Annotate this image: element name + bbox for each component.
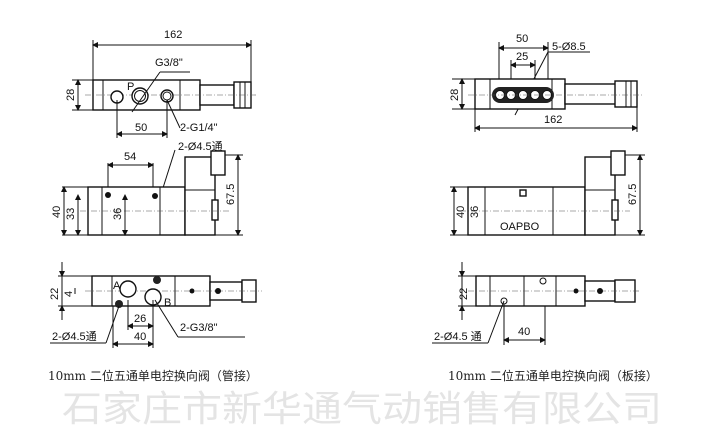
- left-bottom-view: A B 22 4 26 40 2-Ø4.5通 2-G3/8": [49, 262, 262, 348]
- label-g38: G3/8": [155, 57, 183, 69]
- label-g38: 2-G3/8": [180, 322, 218, 334]
- connector: [210, 150, 226, 176]
- dim-40: 40: [455, 206, 467, 218]
- dim-36: 36: [469, 206, 481, 218]
- caption-right: 10mm 二位五通单电控换向阀（板接）: [448, 368, 658, 383]
- label-mount-holes: 2-Ø4.5通: [178, 140, 223, 153]
- label-5-holes: 5-Ø8.5: [552, 41, 586, 53]
- label-g14: 2-G1/4": [180, 122, 218, 134]
- dim-50: 50: [516, 33, 528, 45]
- dim-40: 40: [51, 206, 63, 218]
- right-bottom-view: 22 40 2-Ø4.5 通: [432, 262, 640, 345]
- dim-36: 36: [112, 208, 124, 220]
- port-a-label: A: [113, 280, 121, 292]
- port-marks: OAPBO: [500, 221, 540, 233]
- dim-54: 54: [124, 151, 136, 163]
- dim-28: 28: [65, 89, 77, 101]
- solenoid: [184, 156, 216, 236]
- port-b-label: B: [164, 297, 171, 309]
- dim-26: 26: [134, 313, 146, 325]
- port-p-label: P: [127, 81, 134, 93]
- dim-33: 33: [65, 208, 77, 220]
- dim-28: 28: [449, 89, 461, 101]
- dim-162: 162: [544, 114, 562, 126]
- dim-50: 50: [135, 122, 147, 134]
- solenoid: [584, 156, 616, 236]
- connector: [610, 150, 626, 176]
- left-top-view: 162 28 P G3/8" 50 2-G1/4": [65, 29, 258, 138]
- dim-25: 25: [516, 51, 528, 63]
- dim-67-5: 67.5: [627, 184, 639, 205]
- left-side-view: 2-Ø4.5通 54 67.5 40 33 36: [51, 140, 243, 236]
- dim-40: 40: [518, 326, 530, 338]
- caption-left: 10mm 二位五通单电控换向阀（管接）: [48, 368, 258, 383]
- port-a: [119, 280, 137, 298]
- right-side-view: OAPBO 67.5 40 36: [450, 150, 645, 236]
- right-top-view: 50 25 5-Ø8.5 28 162: [449, 33, 642, 132]
- label-mount-holes: 2-Ø4.5通: [52, 330, 97, 343]
- watermark: 石家庄市新华通气动销售有限公司: [62, 389, 662, 427]
- dim-162: 162: [164, 29, 182, 41]
- dim-4: 4: [63, 291, 75, 297]
- dim-22: 22: [458, 288, 470, 300]
- label-mount-holes: 2-Ø4.5 通: [434, 330, 482, 343]
- dim-67-5: 67.5: [225, 184, 237, 205]
- dim-40: 40: [134, 331, 146, 343]
- dim-22: 22: [49, 288, 61, 300]
